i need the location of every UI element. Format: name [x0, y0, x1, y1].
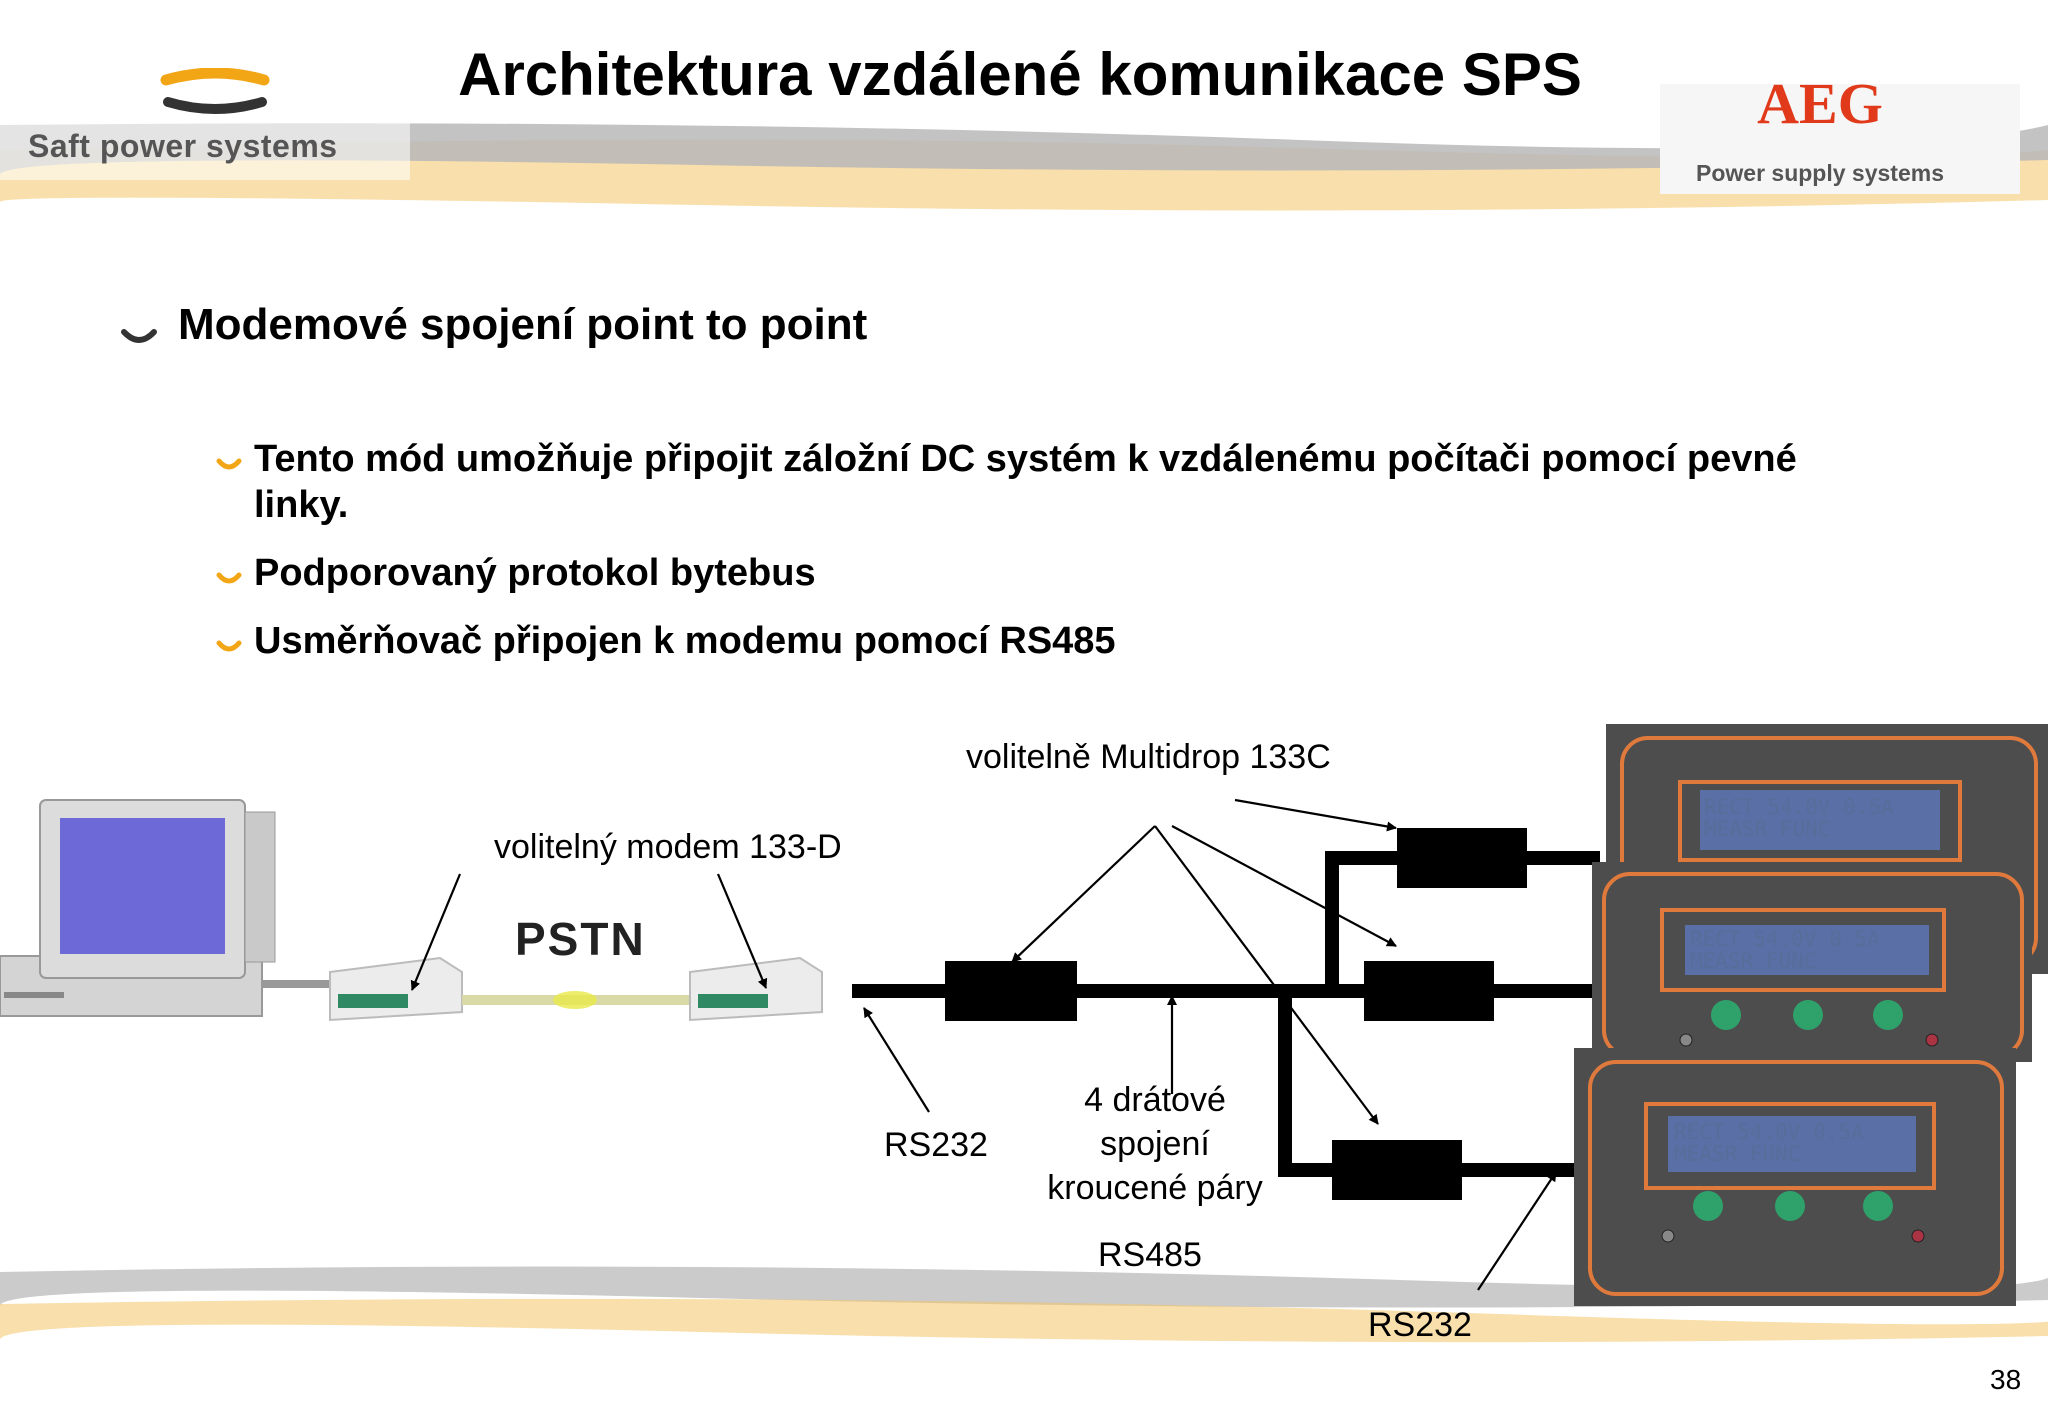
modem-icon: [689, 956, 823, 1022]
rectifier-panel: [1592, 862, 2032, 1062]
multidrop-box: [1397, 828, 1527, 888]
label-pstn: PSTN: [515, 913, 646, 965]
modem-icon: [329, 956, 463, 1022]
bullet-icon: [216, 458, 242, 470]
lcd-text: RECT 54.0V 0.5A: [1690, 927, 1880, 951]
bullet-level2: Tento mód umožňuje připojit záložní DC s…: [254, 438, 1797, 526]
bullet-icon: [216, 572, 242, 584]
header-band: [0, 84, 2048, 211]
footer-band: [0, 1266, 2048, 1343]
saft-logo-icon: [160, 68, 270, 114]
aeg-logo-text: AEG: [1757, 71, 1883, 136]
multidrop-box: [1364, 961, 1494, 1021]
lcd-text: MEASR FUNC: [1704, 817, 1831, 841]
bullet-level1: Modemové spojení point to point: [178, 300, 868, 349]
page-number: 38: [1990, 1364, 2022, 1395]
lcd-text: MEASR FUNC: [1690, 949, 1817, 973]
bullet-level2: Podporovaný protokol bytebus: [254, 552, 816, 594]
bullet-icon: [216, 640, 242, 652]
bullet-level2: Usměrňovač připojen k modemu pomocí RS48…: [254, 620, 1116, 662]
pstn-glow: [553, 991, 597, 1009]
page-title: Architektura vzdálené komunikace SPS: [458, 41, 1582, 108]
label-twisted-pair: 4 drátové spojení kroucené páry: [1047, 1081, 1263, 1207]
label-rs232-bottom: RS232: [1368, 1306, 1472, 1344]
label-multidrop: volitelně Multidrop 133C: [966, 738, 1331, 776]
label-rs485: RS485: [1098, 1236, 1202, 1274]
lcd-text: RECT 54.0V 0.5A: [1704, 795, 1894, 819]
multidrop-box: [1332, 1140, 1462, 1200]
label-modem: volitelný modem 133-D: [494, 828, 842, 866]
annotation-arrows: [410, 798, 1557, 1291]
computer-icon: [0, 799, 332, 1017]
multidrop-box: [945, 961, 1077, 1021]
saft-logo-text: Saft power systems: [28, 128, 338, 164]
bullet-icon: [121, 329, 157, 343]
label-rs232-left: RS232: [884, 1126, 988, 1164]
rectifier-panel: [1574, 1048, 2016, 1306]
lcd-text: MEASR FUNC: [1674, 1142, 1801, 1166]
lcd-text: RECT 54.0V 0.5A: [1674, 1120, 1864, 1144]
aeg-logo-subtext: Power supply systems: [1696, 160, 1944, 186]
network-diagram: [0, 724, 2048, 1343]
